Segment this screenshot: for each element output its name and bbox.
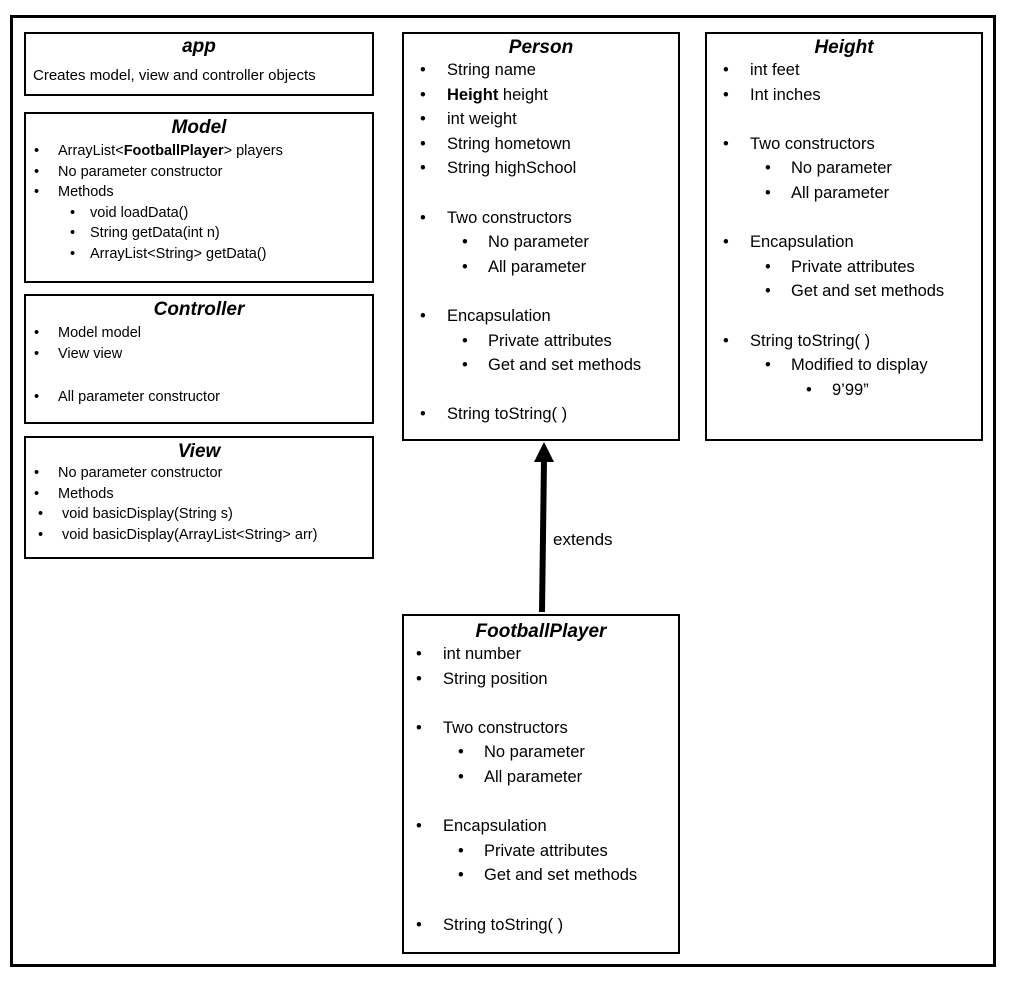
model-method-getdata-int: String getData(int n) (26, 223, 372, 244)
height-display-example: 9’99” (707, 378, 981, 403)
controller-class-box: Controller Model model View view All par… (24, 294, 374, 424)
model-method-getdata-list: ArrayList<String> getData() (26, 244, 372, 265)
footballplayer-get-set-methods: Get and set methods (400, 863, 678, 888)
footballplayer-number-attribute: int number (400, 642, 678, 667)
footballplayer-member-list: int number String position Two construct… (400, 642, 678, 937)
diagram-frame (10, 15, 996, 967)
height-private-attributes: Private attributes (707, 255, 981, 280)
person-height-attribute: Height height (404, 83, 678, 108)
extends-label: extends (553, 530, 613, 549)
spacer (404, 181, 678, 206)
controller-class-title: Controller (153, 299, 245, 320)
person-highschool-attribute: String highSchool (404, 156, 678, 181)
person-weight-attribute: int weight (404, 107, 678, 132)
height-feet-attribute: int feet (707, 58, 981, 83)
person-encapsulation-heading: Encapsulation (404, 304, 678, 329)
view-member-list: No parameter constructor Methods void ba… (26, 463, 372, 545)
height-class-title: Height (814, 37, 874, 58)
footballplayer-constructors-heading: Two constructors (400, 716, 678, 741)
footballplayer-position-attribute: String position (400, 667, 678, 692)
controller-model-attribute: Model model (26, 323, 372, 344)
person-all-param-constructor: All parameter (404, 255, 678, 280)
height-all-param-constructor: All parameter (707, 181, 981, 206)
extends-arrow-line (539, 459, 547, 613)
height-class-box: Height int feet Int inches Two construct… (705, 32, 983, 441)
person-class-box: Person String name Height height int wei… (402, 32, 680, 441)
height-inches-attribute: Int inches (707, 83, 981, 108)
person-no-param-constructor: No parameter (404, 230, 678, 255)
height-member-list: int feet Int inches Two constructors No … (707, 58, 981, 402)
extends-arrow-head (534, 442, 554, 462)
height-encapsulation-heading: Encapsulation (707, 230, 981, 255)
model-methods-heading: Methods (26, 182, 372, 203)
extends-arrow (534, 442, 554, 613)
footballplayer-tostring-method: String toString( ) (400, 913, 678, 938)
height-no-param-constructor: No parameter (707, 156, 981, 181)
footballplayer-class-box: FootballPlayer int number String positio… (402, 614, 680, 954)
view-class-title: View (177, 441, 221, 462)
model-players-attribute: ArrayList<FootballPlayer> players (26, 141, 372, 162)
app-class-box: app Creates model, view and controller o… (24, 32, 374, 96)
model-method-loaddata: void loadData() (26, 203, 372, 224)
height-tostring-method: String toString( ) (707, 329, 981, 354)
person-class-title: Person (508, 37, 574, 58)
model-class-box: Model ArrayList<FootballPlayer> players … (24, 112, 374, 283)
spacer (707, 304, 981, 329)
view-methods-heading: Methods (26, 484, 372, 505)
spacer (400, 790, 678, 815)
model-constructor: No parameter constructor (26, 162, 372, 183)
view-constructor: No parameter constructor (26, 463, 372, 484)
model-class-title: Model (171, 117, 227, 138)
spacer (707, 206, 981, 231)
person-tostring-method: String toString( ) (404, 402, 678, 427)
spacer (400, 691, 678, 716)
spacer (404, 378, 678, 403)
controller-constructor: All parameter constructor (26, 387, 372, 408)
person-name-attribute: String name (404, 58, 678, 83)
footballplayer-no-param-constructor: No parameter (400, 740, 678, 765)
footballplayer-private-attributes: Private attributes (400, 839, 678, 864)
controller-member-list: Model model View view All parameter cons… (26, 323, 372, 408)
height-constructors-heading: Two constructors (707, 132, 981, 157)
view-method-basicdisplay-list: void basicDisplay(ArrayList<String> arr) (26, 525, 372, 546)
person-constructors-heading: Two constructors (404, 206, 678, 231)
view-method-basicdisplay-string: void basicDisplay(String s) (26, 504, 372, 525)
footballplayer-all-param-constructor: All parameter (400, 765, 678, 790)
footballplayer-encapsulation-heading: Encapsulation (400, 814, 678, 839)
footballplayer-class-title: FootballPlayer (475, 621, 607, 642)
spacer (400, 888, 678, 913)
height-tostring-modified-note: Modified to display (707, 353, 981, 378)
person-private-attributes: Private attributes (404, 329, 678, 354)
model-member-list: ArrayList<FootballPlayer> players No par… (26, 141, 372, 264)
controller-view-attribute: View view (26, 344, 372, 365)
height-get-set-methods: Get and set methods (707, 279, 981, 304)
spacer (707, 107, 981, 132)
person-get-set-methods: Get and set methods (404, 353, 678, 378)
person-hometown-attribute: String hometown (404, 132, 678, 157)
view-class-box: View No parameter constructor Methods vo… (24, 436, 374, 559)
spacer (404, 279, 678, 304)
person-member-list: String name Height height int weight Str… (404, 58, 678, 427)
app-class-description: Creates model, view and controller objec… (33, 67, 316, 84)
app-class-title: app (182, 36, 216, 57)
